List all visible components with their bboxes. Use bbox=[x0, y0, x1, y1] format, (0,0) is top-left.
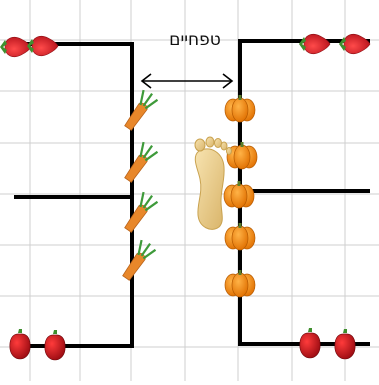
strawberry-icon bbox=[27, 35, 59, 57]
carrot-icon bbox=[124, 89, 159, 131]
pumpkin-icon bbox=[226, 142, 258, 170]
red-pepper-icon bbox=[334, 329, 356, 360]
double-headed-arrow-icon bbox=[140, 73, 234, 89]
strawberry-icon bbox=[339, 33, 371, 55]
right-bed-border bbox=[238, 39, 370, 346]
pumpkin-icon bbox=[224, 95, 256, 123]
red-pepper-icon bbox=[299, 328, 321, 359]
left-bed-border bbox=[14, 42, 134, 348]
strawberry-row bbox=[0, 33, 371, 58]
carrot-row bbox=[122, 89, 159, 281]
pumpkin-icon bbox=[224, 223, 256, 251]
carrot-icon bbox=[124, 141, 159, 183]
strawberry-icon bbox=[0, 36, 32, 58]
red-pepper-icon bbox=[9, 329, 31, 360]
red-pepper-icon bbox=[44, 330, 66, 361]
pumpkin-icon bbox=[224, 270, 256, 298]
pumpkin-row bbox=[223, 95, 258, 298]
carrot-icon bbox=[122, 239, 157, 281]
pepper-row bbox=[9, 328, 356, 361]
pumpkin-icon bbox=[223, 181, 255, 209]
footprint-icon bbox=[194, 136, 232, 230]
carrot-icon bbox=[124, 191, 159, 233]
gap-label: טפחיים bbox=[169, 30, 221, 50]
strawberry-icon bbox=[299, 33, 331, 55]
